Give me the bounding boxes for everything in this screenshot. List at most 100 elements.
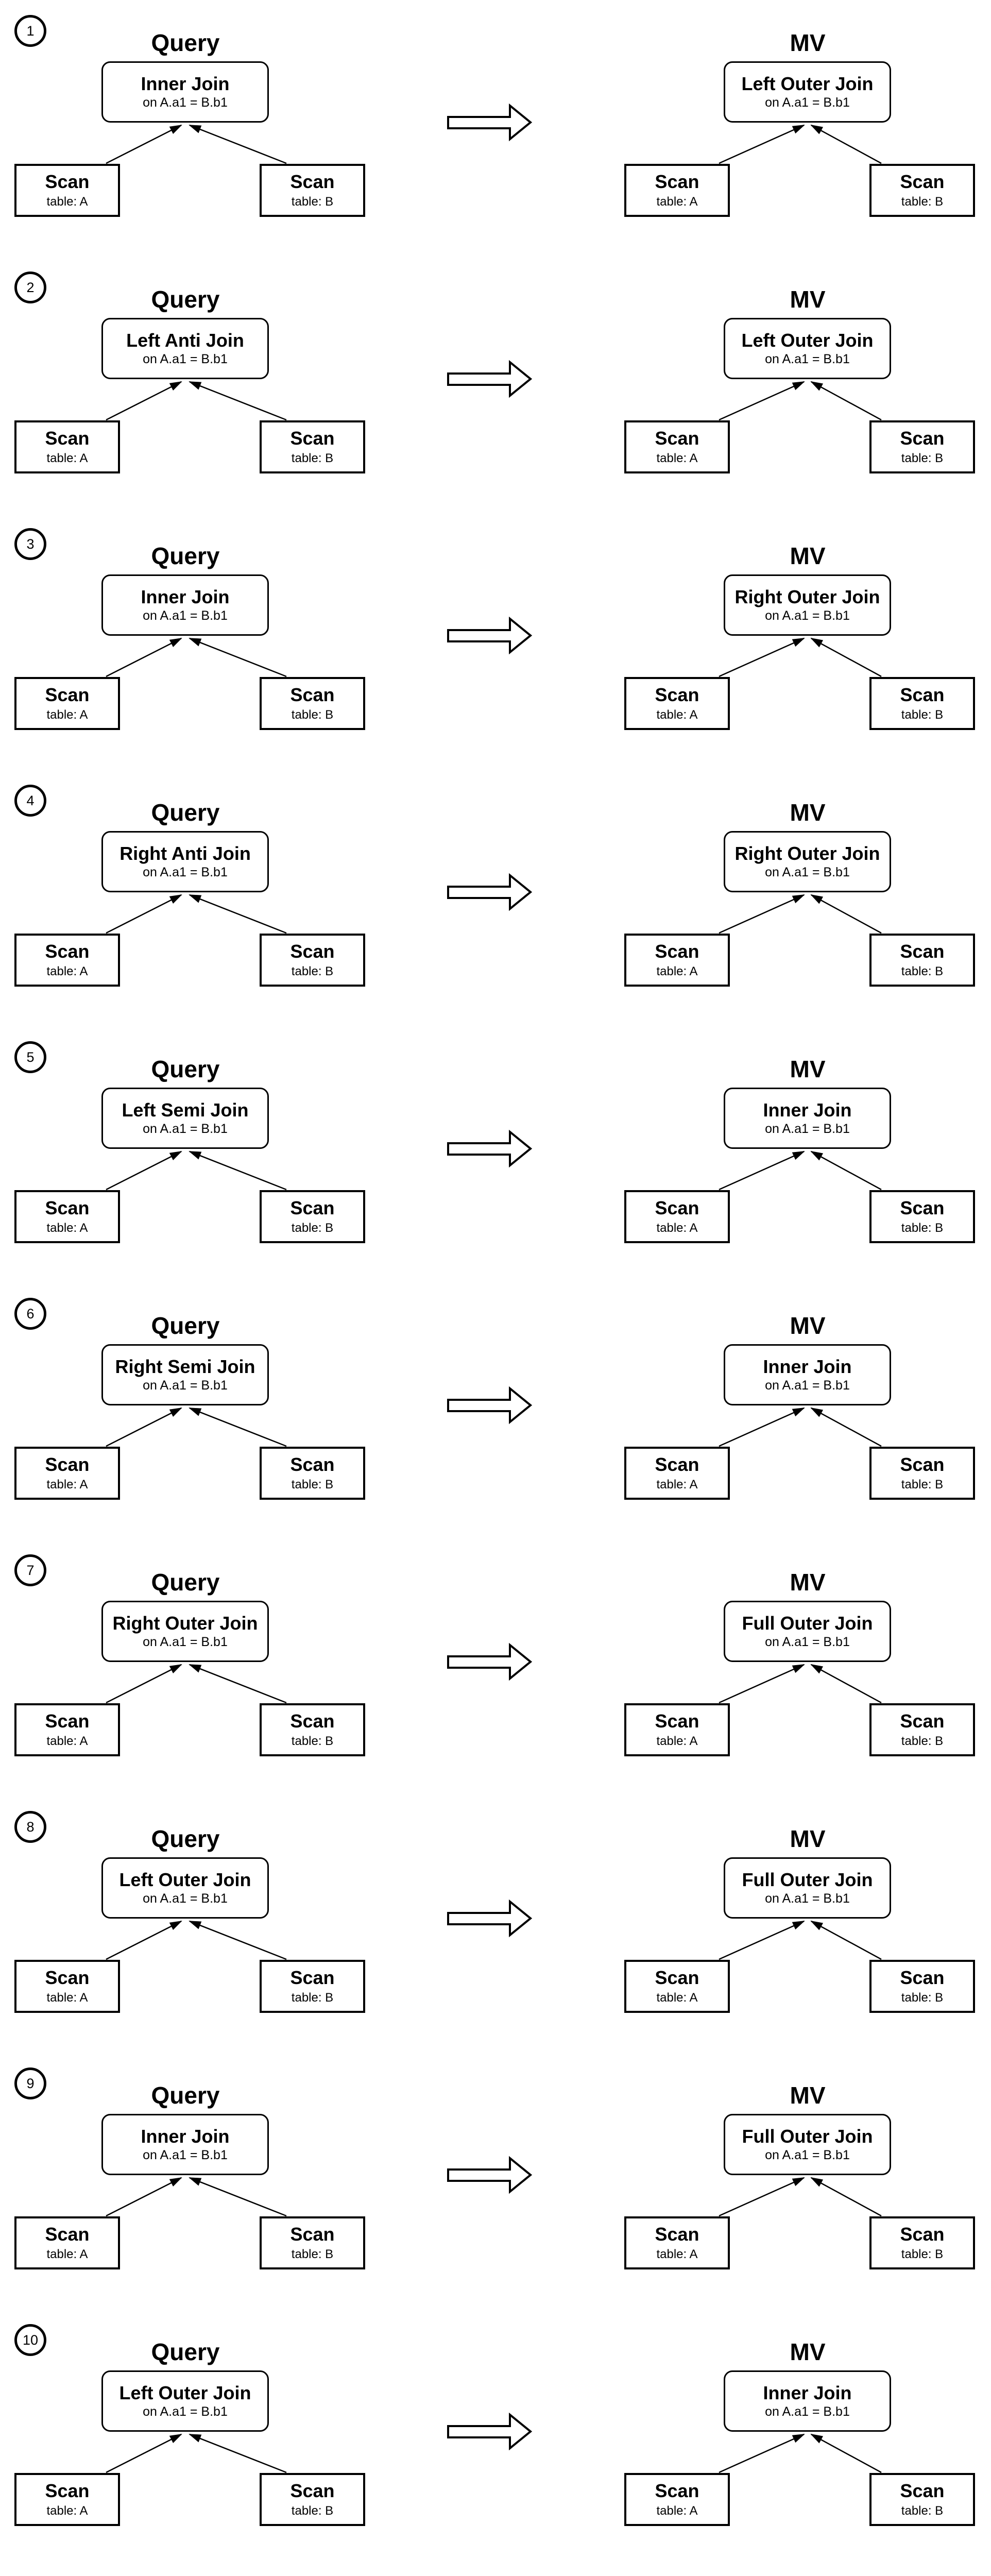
mv-edge-scan-b <box>810 1664 882 1704</box>
mv-edge-scan-a <box>719 2177 805 2217</box>
scan-title: Scan <box>290 171 335 192</box>
mv-scan-node-b: Scan table: B <box>869 164 975 217</box>
scan-title: Scan <box>655 171 699 192</box>
mv-join-node: Inner Join on A.a1 = B.b1 <box>724 2370 891 2432</box>
scan-title: Scan <box>45 684 90 705</box>
block-arrow-right-shape <box>447 1899 533 1938</box>
scan-table-label: table: B <box>291 1734 334 1748</box>
mv-edge-scan-b <box>810 1407 882 1447</box>
query-edge-scan-b <box>189 381 287 421</box>
mv-edge-scan-b <box>810 2177 882 2217</box>
mv-scan-node-a: Scan table: A <box>624 934 730 987</box>
rule-number-badge: 9 <box>14 2067 46 2099</box>
rule-number-badge: 5 <box>14 1041 46 1073</box>
rule-number-badge: 7 <box>14 1554 46 1586</box>
scan-title: Scan <box>45 1197 90 1218</box>
scan-table-label: table: B <box>291 195 334 209</box>
scan-title: Scan <box>900 1454 945 1475</box>
mv-join-node: Full Outer Join on A.a1 = B.b1 <box>724 2114 891 2175</box>
block-arrow-right-shape <box>447 360 533 398</box>
mv-edge-scan-a <box>719 2433 805 2473</box>
query-edge-scan-b <box>189 637 287 677</box>
scan-table-label: table: A <box>46 1478 88 1492</box>
query-scan-node-a: Scan table: A <box>14 2216 120 2269</box>
scan-title: Scan <box>45 1967 90 1988</box>
mv-join-condition: on A.a1 = B.b1 <box>765 1635 850 1649</box>
query-scan-node-a: Scan table: A <box>14 420 120 473</box>
mv-join-condition: on A.a1 = B.b1 <box>765 1891 850 1906</box>
mv-join-node: Right Outer Join on A.a1 = B.b1 <box>724 574 891 636</box>
scan-title: Scan <box>45 941 90 962</box>
scan-title: Scan <box>45 2224 90 2245</box>
tree-edges <box>106 1150 882 1191</box>
mv-scan-node-a: Scan table: A <box>624 2216 730 2269</box>
query-edge-scan-b <box>189 1150 287 1191</box>
block-arrow-right-icon <box>0 2566 991 2576</box>
rule-number: 5 <box>26 1049 35 1065</box>
mv-edge-scan-a <box>719 1920 805 1960</box>
scan-title: Scan <box>900 2480 945 2501</box>
rule-number: 2 <box>26 279 35 295</box>
scan-table-label: table: A <box>46 451 88 465</box>
scan-table-label: table: B <box>291 1478 334 1492</box>
mv-scan-node-b: Scan table: B <box>869 420 975 473</box>
query-join-node: Inner Join on A.a1 = B.b1 <box>101 61 269 123</box>
mv-edge-scan-b <box>810 1150 882 1191</box>
query-join-node: Left Semi Join on A.a1 = B.b1 <box>101 1088 269 1149</box>
mv-join-condition: on A.a1 = B.b1 <box>765 608 850 623</box>
mv-join-condition: on A.a1 = B.b1 <box>765 865 850 879</box>
scan-title: Scan <box>290 684 335 705</box>
mv-join-title: Inner Join <box>763 2382 852 2403</box>
mv-edge-scan-b <box>810 894 882 934</box>
tree-edges <box>106 2433 882 2473</box>
tree-edges <box>106 1407 882 1447</box>
query-edge-scan-a <box>106 2433 182 2473</box>
rule-number: 1 <box>26 23 35 39</box>
mv-join-condition: on A.a1 = B.b1 <box>765 2148 850 2162</box>
scan-table-label: table: B <box>901 451 944 465</box>
block-arrow-right-icon <box>447 1129 533 1168</box>
scan-title: Scan <box>290 428 335 449</box>
mv-join-condition: on A.a1 = B.b1 <box>765 2404 850 2419</box>
mv-edge-scan-a <box>719 1407 805 1447</box>
query-edge-scan-b <box>189 2433 287 2473</box>
query-join-title: Left Semi Join <box>122 1099 249 1121</box>
block-arrow-right-shape <box>447 873 533 911</box>
scan-title: Scan <box>900 1710 945 1732</box>
rewrite-rule-row: 8 Query Left Outer Join on A.a1 = B.b1 S… <box>0 1796 991 2053</box>
mv-tree-heading: MV <box>790 29 826 56</box>
scan-table-label: table: B <box>901 1991 944 2005</box>
block-arrow-right-icon <box>447 616 533 655</box>
query-join-condition: on A.a1 = B.b1 <box>143 865 228 879</box>
rule-number: 10 <box>22 2332 39 2348</box>
query-join-title: Right Semi Join <box>115 1356 255 1377</box>
block-arrow-right-icon <box>447 1642 533 1681</box>
mv-scan-node-b: Scan table: B <box>869 2216 975 2269</box>
tree-edges <box>106 1664 882 1704</box>
mv-scan-node-a: Scan table: A <box>624 677 730 730</box>
scan-table-label: table: B <box>291 2247 334 2261</box>
block-arrow-right-icon <box>447 1899 533 1938</box>
mv-scan-node-b: Scan table: B <box>869 1447 975 1500</box>
mv-join-condition: on A.a1 = B.b1 <box>765 95 850 110</box>
scan-title: Scan <box>900 171 945 192</box>
mv-edge-scan-a <box>719 637 805 677</box>
scan-table-label: table: A <box>46 2504 88 2518</box>
query-scan-node-a: Scan table: A <box>14 1960 120 2013</box>
query-edge-scan-b <box>189 894 287 934</box>
scan-title: Scan <box>45 171 90 192</box>
mv-join-title: Inner Join <box>763 1356 852 1377</box>
scan-table-label: table: A <box>46 1221 88 1235</box>
rewrite-rule-row: 7 Query Right Outer Join on A.a1 = B.b1 … <box>0 1539 991 1796</box>
block-arrow-right-icon <box>447 873 533 911</box>
query-join-title: Left Outer Join <box>119 1869 251 1890</box>
block-arrow-right-shape <box>447 103 533 142</box>
block-arrow-right-shape <box>447 2156 533 2194</box>
rule-number: 6 <box>26 1306 35 1321</box>
scan-title: Scan <box>290 1454 335 1475</box>
block-arrow-right-icon <box>447 2412 533 2451</box>
scan-table-label: table: A <box>656 1221 698 1235</box>
query-scan-node-a: Scan table: A <box>14 1190 120 1243</box>
block-arrow-right-shape <box>447 1386 533 1425</box>
mv-tree-heading: MV <box>790 2338 826 2365</box>
